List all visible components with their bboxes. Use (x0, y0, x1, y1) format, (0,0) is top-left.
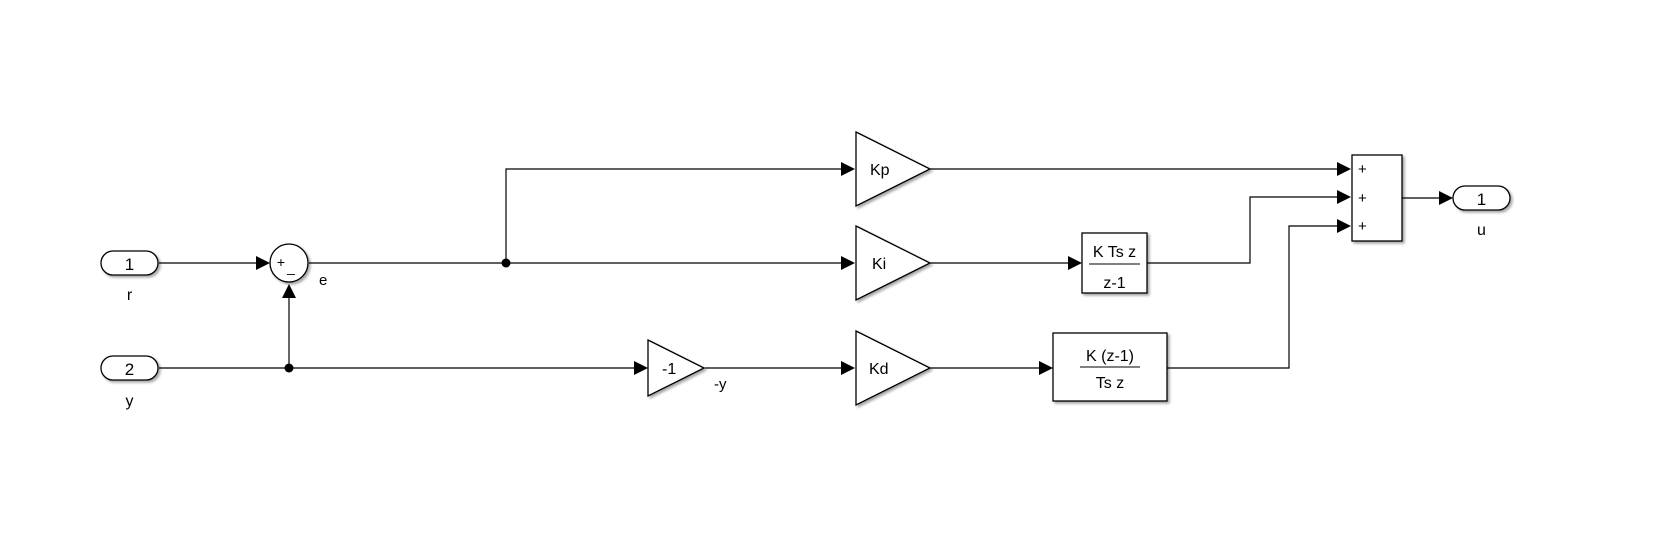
sum-output-sign-2: + (1358, 190, 1367, 207)
inport-r-label: r (127, 287, 133, 304)
gain-kp-label: Kp (870, 162, 890, 179)
outport-u-number: 1 (1477, 190, 1486, 209)
gain-ki-block[interactable]: Ki (855, 224, 932, 302)
outport-u-label: u (1477, 222, 1486, 239)
derivative-numerator: K (z-1) (1086, 348, 1134, 365)
sum-output-sign-1: + (1358, 161, 1367, 178)
arrowheads (256, 162, 1453, 375)
branch-point-e (501, 258, 511, 268)
arrow-sum-out-in2 (1337, 190, 1351, 204)
arrow-integrator-in (1068, 256, 1082, 270)
arrow-neg-gain-in (634, 361, 648, 375)
integrator-numerator: K Ts z (1093, 244, 1136, 261)
arrow-sum-out-in1 (1337, 162, 1351, 176)
line-integrator-to-sum[interactable] (1147, 196, 1338, 264)
gain-kd-block[interactable]: Kd (855, 329, 932, 407)
signal-label-e: e (319, 272, 327, 289)
line-derivative-to-sum[interactable] (1167, 225, 1338, 369)
sum-error-plus-sign: + (277, 254, 285, 270)
inport-y-label: y (126, 393, 134, 410)
gain-neg-one-label: -1 (662, 361, 676, 378)
outport-u[interactable]: 1 (1452, 185, 1511, 211)
arrow-outport-in (1439, 191, 1453, 205)
arrow-derivative-in (1039, 361, 1053, 375)
discrete-derivative-block[interactable]: K (z-1) Ts z (1052, 332, 1168, 402)
sum-error-minus-sign: _ (286, 259, 295, 275)
gain-kp-block[interactable]: Kp (855, 130, 932, 208)
inport-r[interactable]: 1 (100, 250, 159, 276)
derivative-denominator: Ts z (1096, 375, 1124, 392)
sum-error-block[interactable]: + _ (269, 243, 309, 283)
inport-y[interactable]: 2 (100, 355, 159, 381)
integrator-denominator: z-1 (1103, 275, 1125, 292)
sum-output-block[interactable]: + + + (1351, 154, 1403, 242)
arrow-kd-in (841, 361, 855, 375)
arrow-kp-in (841, 162, 855, 176)
arrow-sum-plus (256, 256, 270, 270)
discrete-integrator-block[interactable]: K Ts z z-1 (1081, 232, 1148, 294)
arrow-sum-out-in3 (1337, 219, 1351, 233)
inport-r-number: 1 (125, 255, 134, 274)
signal-lines (159, 168, 1443, 369)
arrow-sum-minus (282, 284, 296, 298)
gain-neg-one-block[interactable]: -1 (647, 338, 706, 398)
inport-y-number: 2 (125, 360, 134, 379)
branch-point-y (284, 363, 294, 373)
arrow-ki-in (841, 256, 855, 270)
sum-output-sign-3: + (1358, 218, 1367, 235)
line-e-to-kp[interactable] (505, 168, 842, 263)
gain-ki-label: Ki (872, 256, 886, 273)
signal-label-neg-y: -y (714, 376, 727, 393)
gain-kd-label: Kd (869, 361, 889, 378)
